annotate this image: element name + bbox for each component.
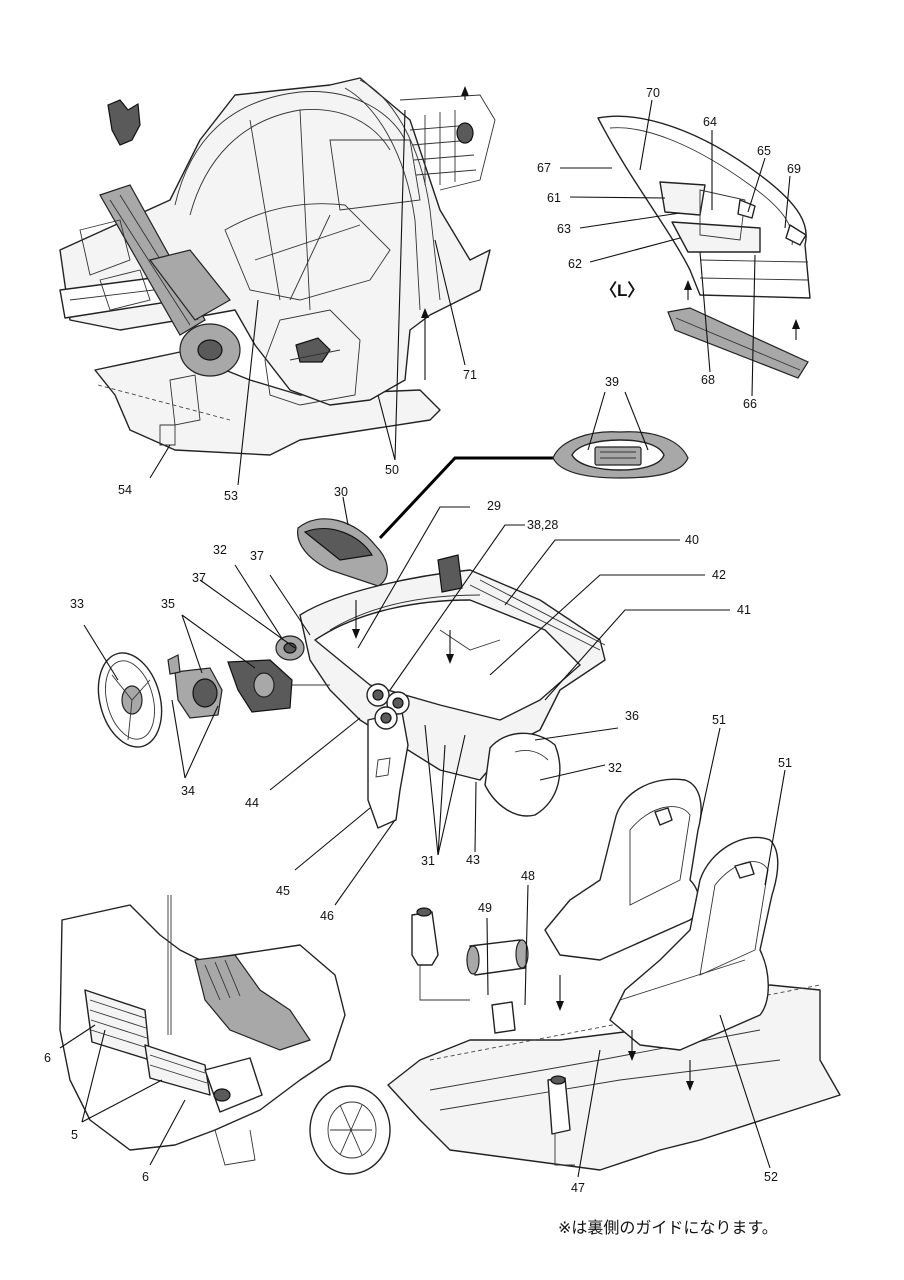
callout-71: 71 (463, 368, 477, 382)
door-leaders (560, 99, 791, 397)
callout-51-front: 51 (778, 756, 792, 770)
callout-41: 41 (737, 603, 751, 617)
callout-38-28: 38,28 (527, 518, 558, 532)
callout-52: 52 (764, 1170, 778, 1184)
footnote-text: ※は裏側のガイドになります。 (558, 1218, 778, 1237)
seats-floor-drawing (387, 778, 841, 1171)
callout-68: 68 (701, 373, 715, 387)
callout-54: 54 (118, 483, 132, 497)
steering-wheel-drawing (97, 652, 330, 748)
callout-44: 44 (245, 796, 259, 810)
callout-70: 70 (646, 86, 660, 100)
callout-29: 29 (487, 499, 501, 513)
chassis-assembly-drawing (59, 77, 496, 456)
callout-labels: 70 64 65 69 67 61 63 62 68 66 71 54 53 5… (44, 86, 801, 1195)
dashboard-assembly-drawing (275, 518, 606, 829)
front-bumper-drawing (59, 895, 391, 1175)
callout-69: 69 (787, 162, 801, 176)
bumper-leaders (59, 1024, 186, 1166)
seats-leaders (486, 727, 786, 1178)
callout-32-right: 32 (608, 761, 622, 775)
callout-49: 49 (478, 901, 492, 915)
callout-51-rear: 51 (712, 713, 726, 727)
door-panel-drawing (597, 115, 811, 379)
callout-6-lower: 6 (142, 1170, 149, 1184)
callout-42: 42 (712, 568, 726, 582)
callout-45: 45 (276, 884, 290, 898)
callout-5: 5 (71, 1128, 78, 1142)
chassis-leaders (149, 109, 466, 486)
callout-53: 53 (224, 489, 238, 503)
callout-50: 50 (385, 463, 399, 477)
callout-35: 35 (161, 597, 175, 611)
view-label-left: 〈L〉 (600, 280, 644, 300)
callout-33: 33 (70, 597, 84, 611)
callout-30: 30 (334, 485, 348, 499)
callout-31: 31 (421, 854, 435, 868)
callout-48: 48 (521, 869, 535, 883)
callout-65: 65 (757, 144, 771, 158)
callout-47: 47 (571, 1181, 585, 1195)
callout-37-lower: 37 (192, 571, 206, 585)
callout-43: 43 (466, 853, 480, 867)
callout-34: 34 (181, 784, 195, 798)
callout-39: 39 (605, 375, 619, 389)
callout-40: 40 (685, 533, 699, 547)
callout-63: 63 (557, 222, 571, 236)
callout-46: 46 (320, 909, 334, 923)
gauge-cluster-drawing (378, 391, 689, 540)
callout-6-upper: 6 (44, 1051, 51, 1065)
callout-61: 61 (547, 191, 561, 205)
callout-67: 67 (537, 161, 551, 175)
callout-64: 64 (703, 115, 717, 129)
callout-32-left: 32 (213, 543, 227, 557)
callout-66: 66 (743, 397, 757, 411)
callout-62: 62 (568, 257, 582, 271)
callout-36: 36 (625, 709, 639, 723)
dashboard-leaders (83, 496, 730, 906)
callout-37-upper: 37 (250, 549, 264, 563)
